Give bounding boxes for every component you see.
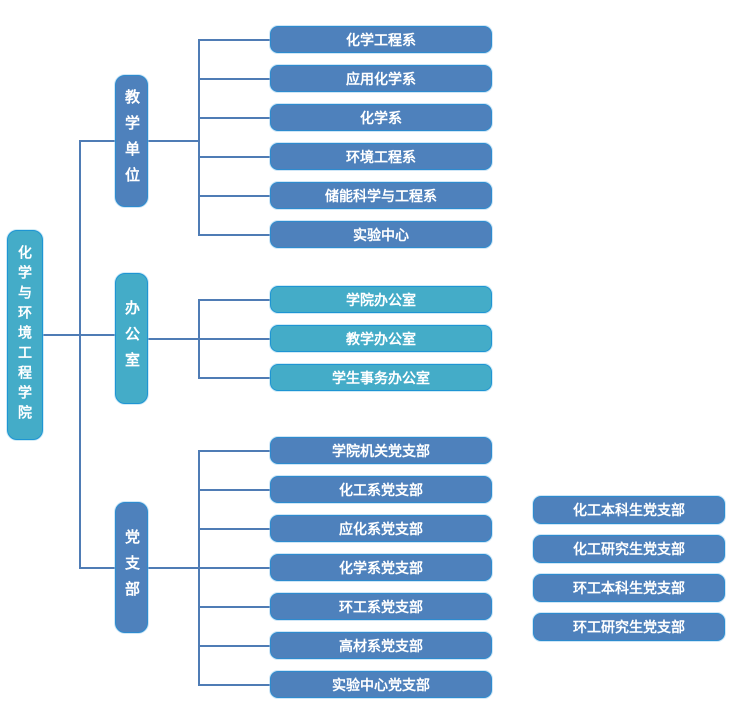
group-node-teaching-units: 教学单位 bbox=[115, 75, 148, 207]
connector-line bbox=[199, 233, 270, 236]
connector-line bbox=[80, 566, 115, 569]
standalone-leaf-node-3: 环工研究生党支部 bbox=[533, 613, 725, 641]
group-node-offices: 办公室 bbox=[115, 273, 148, 404]
connector-line bbox=[148, 337, 199, 340]
connector-line bbox=[199, 337, 270, 340]
leaf-node-2-5: 高材系党支部 bbox=[270, 632, 492, 659]
leaf-node-2-2: 应化系党支部 bbox=[270, 515, 492, 542]
leaf-node-1-0: 学院办公室 bbox=[270, 286, 492, 313]
leaf-node-2-4: 环工系党支部 bbox=[270, 593, 492, 620]
connector-line bbox=[199, 38, 270, 41]
connector-line bbox=[199, 566, 270, 569]
connector-line bbox=[199, 488, 270, 491]
leaf-node-2-1: 化工系党支部 bbox=[270, 476, 492, 503]
leaf-node-0-3: 环境工程系 bbox=[270, 143, 492, 170]
connector-line bbox=[148, 566, 199, 569]
connector-line bbox=[199, 298, 270, 301]
standalone-leaf-node-2: 环工本科生党支部 bbox=[533, 574, 725, 602]
leaf-node-0-1: 应用化学系 bbox=[270, 65, 492, 92]
connector-line bbox=[79, 140, 81, 569]
leaf-node-0-4: 储能科学与工程系 bbox=[270, 182, 492, 209]
leaf-node-2-6: 实验中心党支部 bbox=[270, 671, 492, 698]
connector-line bbox=[199, 155, 270, 158]
connector-line bbox=[199, 376, 270, 379]
connector-line bbox=[198, 38, 200, 236]
leaf-node-1-1: 教学办公室 bbox=[270, 325, 492, 352]
connector-line bbox=[80, 140, 115, 142]
leaf-node-0-0: 化学工程系 bbox=[270, 26, 492, 53]
leaf-node-2-3: 化学系党支部 bbox=[270, 554, 492, 581]
leaf-node-1-2: 学生事务办公室 bbox=[270, 364, 492, 391]
leaf-node-0-5: 实验中心 bbox=[270, 221, 492, 248]
leaf-node-0-2: 化学系 bbox=[270, 104, 492, 131]
leaf-node-2-0: 学院机关党支部 bbox=[270, 437, 492, 464]
connector-line bbox=[199, 683, 270, 686]
root-node-college: 化学与环境工程学院 bbox=[7, 230, 43, 440]
connector-line bbox=[199, 644, 270, 647]
connector-line bbox=[199, 449, 270, 452]
group-node-party-branches: 党支部 bbox=[115, 502, 148, 633]
connector-line bbox=[199, 77, 270, 80]
connector-line bbox=[199, 527, 270, 530]
connector-line bbox=[148, 140, 199, 142]
standalone-leaf-node-0: 化工本科生党支部 bbox=[533, 496, 725, 524]
connector-line bbox=[199, 116, 270, 119]
connector-line bbox=[199, 605, 270, 608]
standalone-leaf-node-1: 化工研究生党支部 bbox=[533, 535, 725, 563]
connector-line bbox=[199, 194, 270, 197]
